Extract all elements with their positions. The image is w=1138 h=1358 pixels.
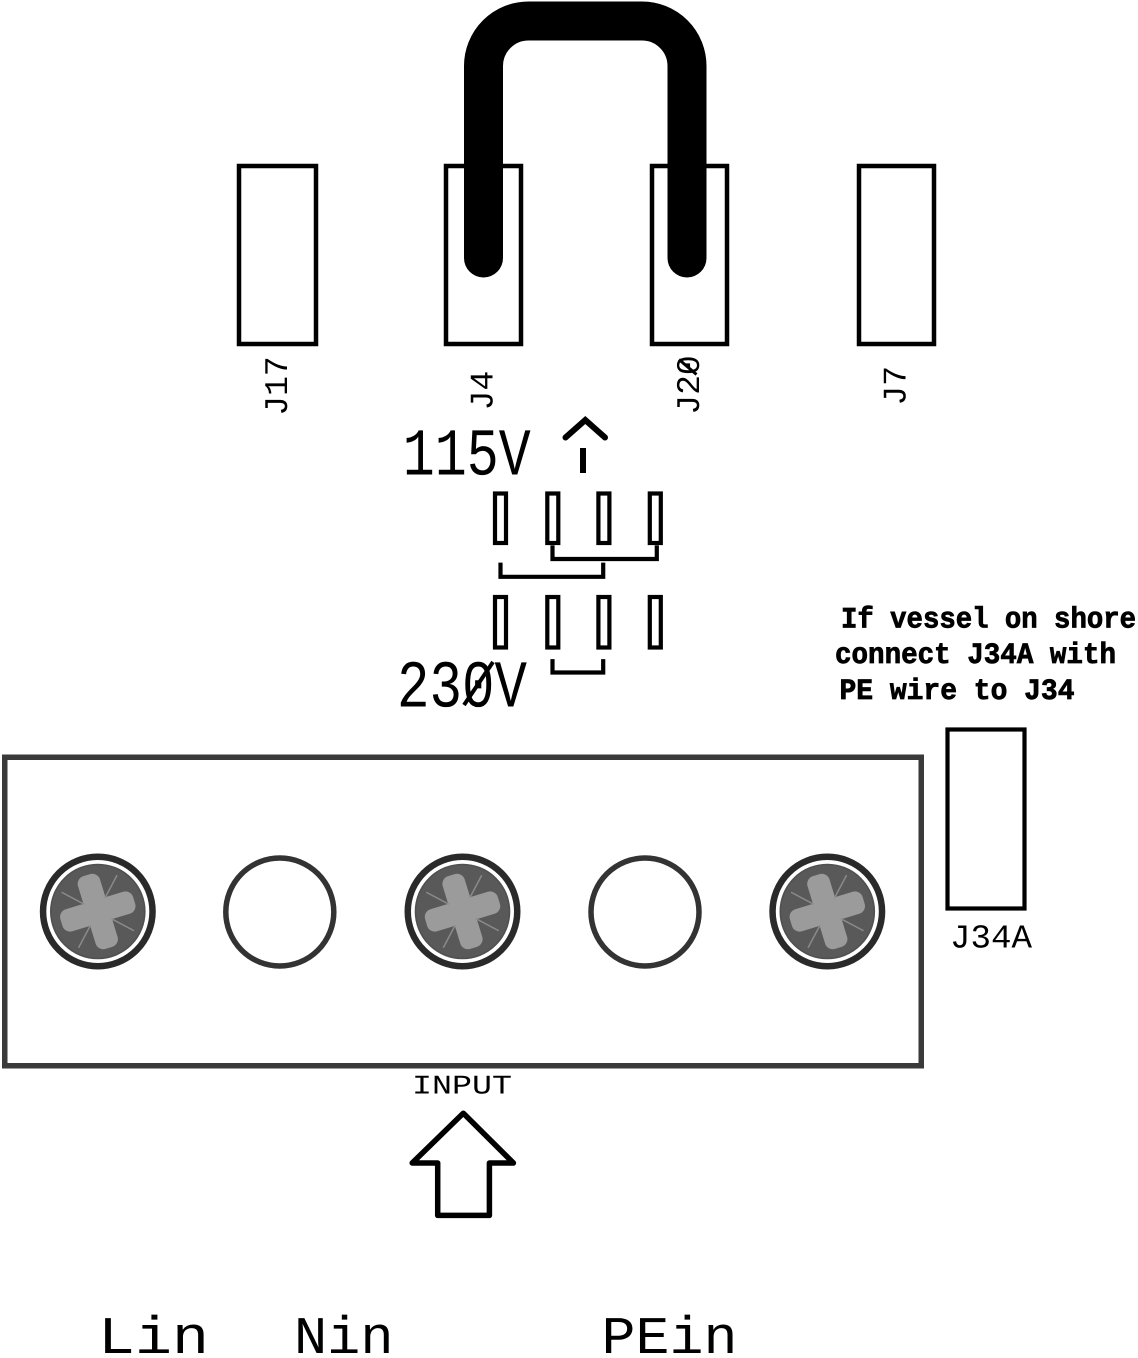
svg-text:J4: J4 [466, 371, 503, 411]
svg-text:Nin: Nin [294, 1309, 394, 1358]
svg-text:115V: 115V [403, 420, 531, 496]
svg-text:INPUT: INPUT [412, 1073, 512, 1103]
svg-text:PEin: PEin [602, 1309, 738, 1358]
svg-text:Lin: Lin [98, 1309, 209, 1358]
svg-text:connect J34A with: connect J34A with [835, 638, 1116, 672]
svg-text:If vessel on shore: If vessel on shore [841, 602, 1136, 636]
svg-text:J20: J20 [672, 355, 709, 414]
svg-text:230V: 230V [397, 652, 527, 728]
svg-text:J7: J7 [879, 366, 916, 406]
svg-text:PE wire to J34: PE wire to J34 [840, 674, 1075, 708]
svg-text:J34A: J34A [950, 921, 1033, 959]
svg-text:J17: J17 [260, 356, 297, 415]
